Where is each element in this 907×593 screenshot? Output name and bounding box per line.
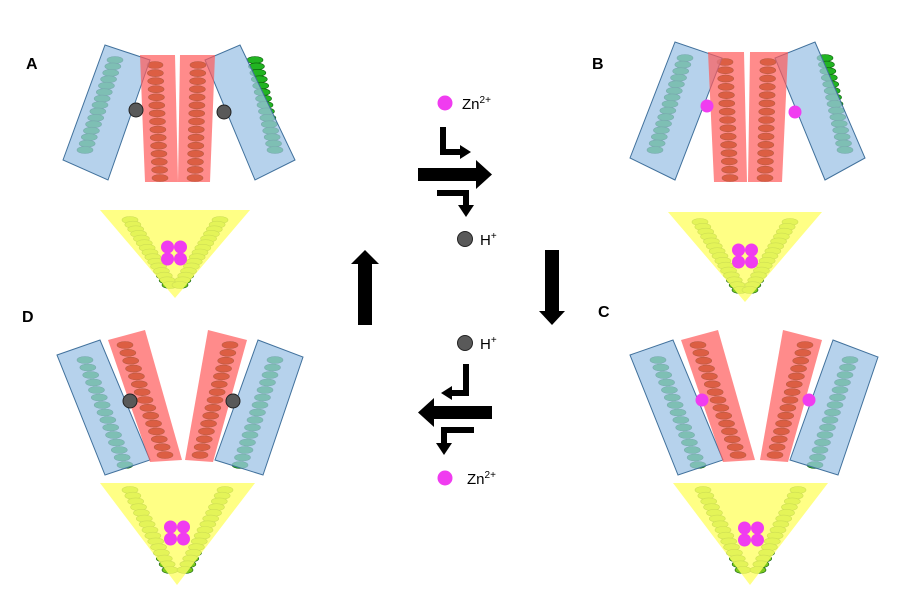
proton-site [128, 102, 144, 118]
proton-site [216, 104, 232, 120]
core-domain-left [108, 330, 182, 462]
arrowhead [458, 205, 474, 217]
panel-a: A [26, 44, 296, 298]
zinc-release-curved-arrow [441, 427, 474, 445]
zinc-site [788, 105, 802, 119]
panel-c: C [598, 304, 879, 585]
core-domain-left [681, 330, 755, 462]
reverse-arrow-shaft [432, 406, 492, 419]
panel-label: A [26, 56, 38, 73]
core-domain-right [178, 55, 215, 182]
arrowhead [436, 443, 452, 455]
arrow-shaft [358, 263, 372, 325]
helix-turn [246, 56, 264, 64]
proton-site [122, 393, 138, 409]
arrowhead [460, 145, 471, 159]
zinc-site [700, 99, 714, 113]
core-domain-right [185, 330, 247, 462]
forward-arrow-shaft [418, 168, 478, 181]
proton-release-curved-arrow [437, 190, 469, 207]
core-domain-left [140, 55, 178, 182]
panel-label: C [598, 304, 610, 321]
zinc-site [695, 393, 709, 407]
equilibrium-a-b: Zn2+ H+ [418, 95, 497, 249]
reverse-arrowhead [418, 398, 434, 427]
proton-site [225, 393, 241, 409]
core-domain-left [708, 52, 747, 182]
tm-domain-right [214, 339, 304, 476]
proton-icon [457, 231, 473, 247]
tm-domain-right [774, 41, 866, 181]
tm-domain-right [789, 339, 879, 476]
zinc-ion-icon [437, 470, 453, 486]
equilibrium-c-d: H+ Zn2+ [418, 335, 497, 488]
core-domain-right [748, 52, 788, 182]
panel-d: D [22, 309, 304, 585]
core-domain-right [760, 330, 822, 462]
ctd-domain [100, 210, 250, 298]
arrowhead [351, 250, 379, 264]
ctd-domain [668, 212, 822, 302]
arrowhead [441, 386, 452, 400]
arrow-shaft [545, 250, 559, 312]
ctd-domain [673, 483, 828, 585]
proton-icon [457, 335, 473, 351]
zinc-uptake-curved-arrow [440, 127, 462, 155]
zinc-site [802, 393, 816, 407]
proton-label: H+ [480, 335, 497, 353]
transition-b-c-arrow [539, 250, 565, 325]
panel-label: B [592, 56, 604, 73]
zinc-ion-label: Zn2+ [467, 470, 496, 488]
transition-d-a-arrow [351, 250, 379, 325]
arrowhead [539, 311, 565, 325]
zinc-ion-label: Zn2+ [462, 95, 491, 113]
panel-b: B [592, 41, 866, 302]
proton-uptake-curved-arrow [450, 364, 469, 396]
zinc-ion-icon [437, 95, 453, 111]
tm-domain-right [204, 44, 296, 181]
panel-label: D [22, 309, 34, 326]
forward-arrowhead [476, 160, 492, 189]
proton-label: H+ [480, 231, 497, 249]
ctd-domain [100, 483, 255, 585]
